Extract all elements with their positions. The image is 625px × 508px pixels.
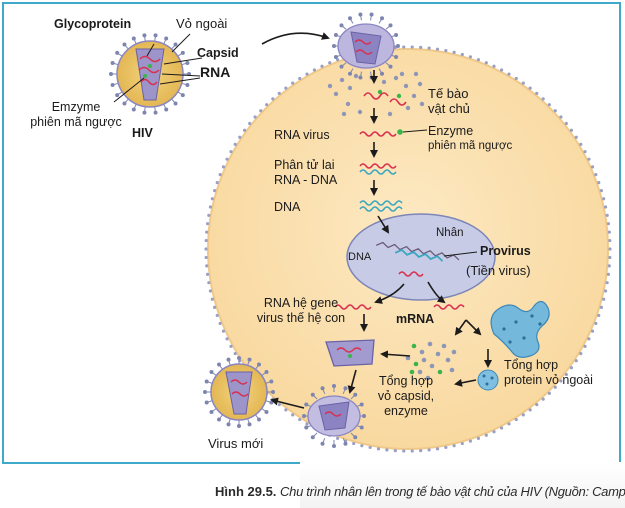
caption-figure-number: Hình 29.5.	[215, 484, 277, 499]
label-outer-envelope: Vỏ ngoài	[176, 16, 228, 31]
label-rt-enzyme: Emzyme phiên mã ngược	[30, 100, 122, 129]
label-provirus-sub: (Tiền virus)	[466, 263, 531, 278]
released-rna	[363, 89, 407, 106]
label-envelope-protein: Tổng hợp protein vỏ ngoài	[504, 358, 593, 387]
nucleus	[346, 213, 496, 301]
label-capsid: Capsid	[197, 46, 239, 60]
rna-dna-hybrid	[359, 163, 397, 175]
endoplasmic-reticulum	[490, 300, 550, 358]
rt-enzyme-dot	[397, 129, 403, 135]
transcript-rna	[398, 271, 424, 277]
label-dna: DNA	[274, 200, 301, 214]
genome-rna	[334, 304, 372, 310]
uncoating-fragments	[327, 71, 425, 117]
label-enzyme: Enzyme phiên mã ngược	[428, 124, 513, 152]
watermark-shade	[300, 462, 625, 508]
label-host-cell: Tế bào vật chủ	[428, 86, 470, 116]
label-dna-small: DNA	[348, 251, 372, 263]
label-glycoprotein: Glycoprotein	[54, 17, 132, 31]
cell-membrane	[204, 45, 612, 453]
pointer-lines	[113, 33, 478, 257]
rna-strand	[359, 131, 397, 137]
dna-double-strand	[359, 200, 403, 212]
figure-frame: Glycoprotein Vỏ ngoài Capsid RNA Emzyme …	[2, 2, 621, 464]
label-provirus: Provirus	[480, 244, 531, 258]
label-rna-virus: RNA virus	[274, 128, 330, 142]
budding-virus	[302, 384, 366, 448]
assembling-virus	[325, 339, 375, 367]
label-rna-genome: RNA hệ gene virus thế hệ con	[256, 296, 346, 325]
label-nucleus: Nhân	[436, 227, 464, 239]
mrna-strand	[433, 304, 465, 310]
label-mrna: mRNA	[396, 312, 435, 326]
hiv-virion	[109, 33, 191, 115]
label-hybrid: Phân tử lai RNA - DNA	[274, 158, 338, 187]
label-capsid-synthesis: Tổng hợp vỏ capsid, enzyme	[377, 374, 435, 418]
caption-text: Chu trình nhân lên trong tế bào vật chủ …	[280, 484, 625, 499]
label-rna: RNA	[200, 64, 231, 80]
label-hiv: HIV	[132, 126, 153, 140]
figure-caption: Hình 29.5. Chu trình nhân lên trong tế b…	[215, 484, 625, 499]
hiv-cycle-diagram	[109, 12, 612, 453]
envelope-vesicle	[477, 369, 499, 391]
new-virus	[203, 356, 275, 428]
flow-arrows	[261, 32, 492, 409]
entering-virus	[332, 12, 400, 80]
label-new-virus: Virus mới	[208, 436, 264, 451]
protein-cluster	[405, 341, 457, 381]
